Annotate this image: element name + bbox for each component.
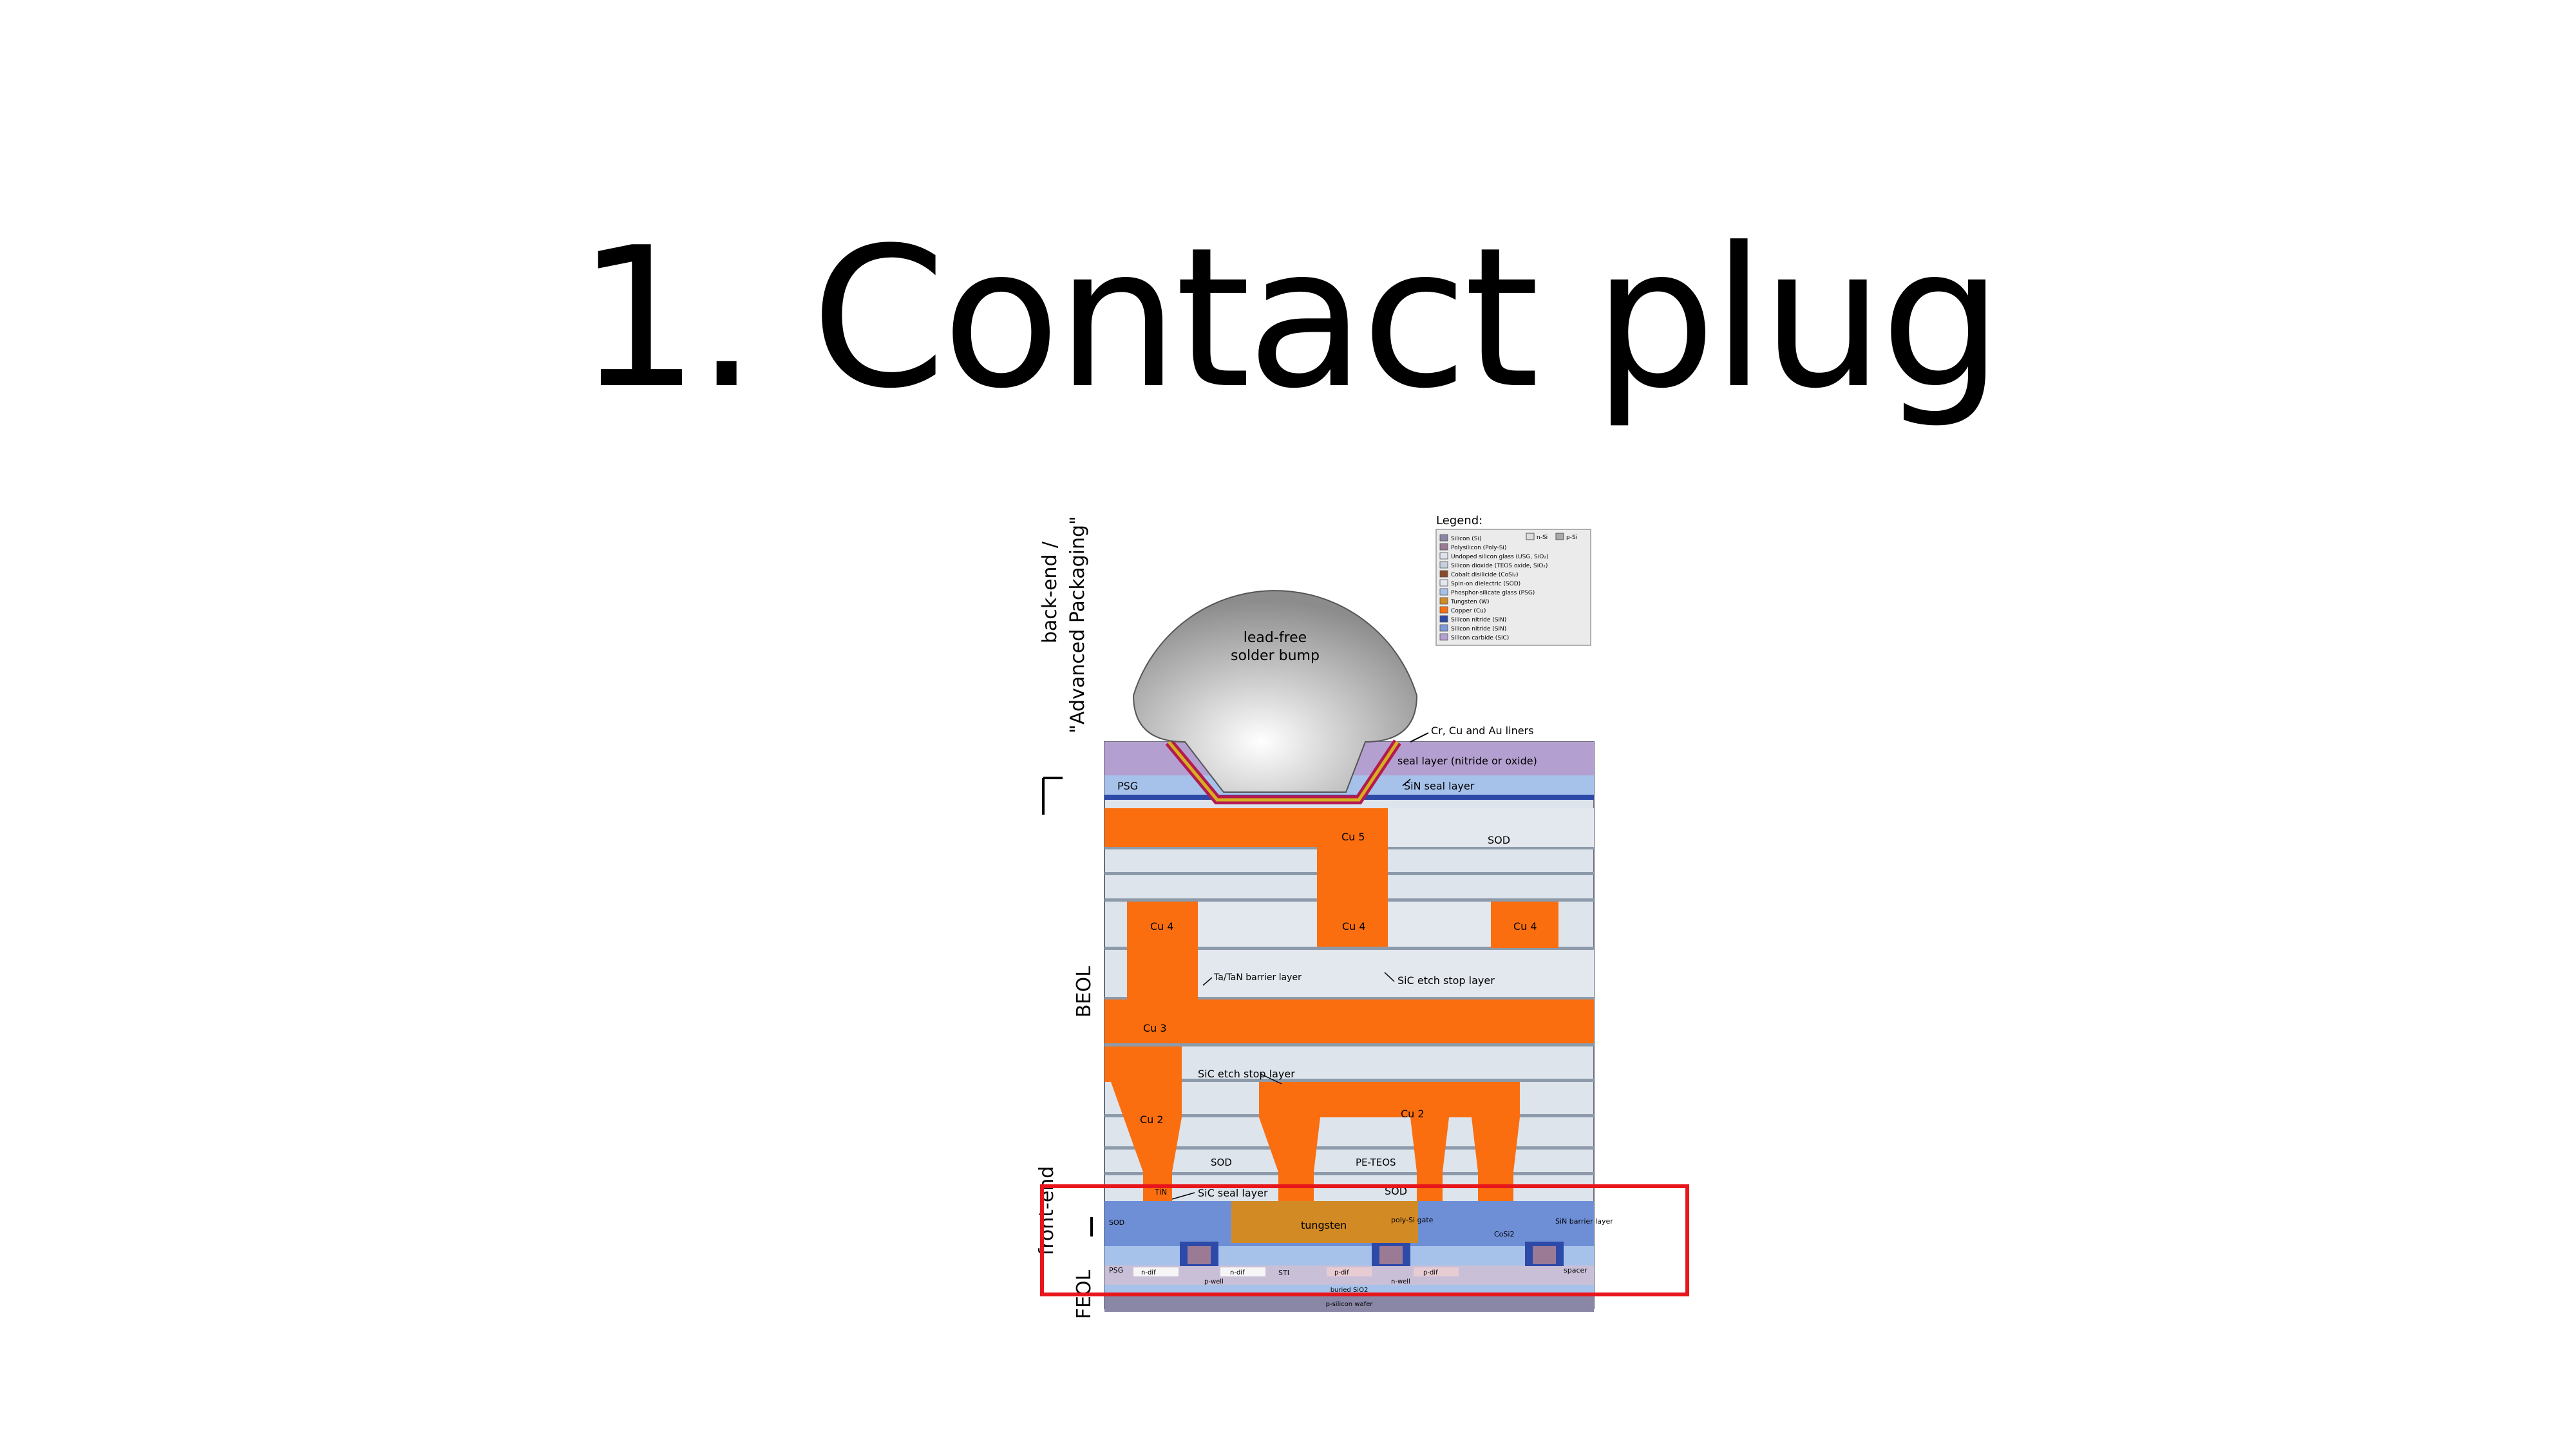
beol-label: BEOL [1073,966,1095,1018]
legend-item-label: Polysilicon (Poly-Si) [1451,545,1506,551]
sic-etch-label-1: SiC etch stop layer [1397,974,1495,987]
spacer-label: spacer [1564,1266,1587,1274]
legend-item-label: Silicon dioxide (TEOS oxide, SiO₂) [1451,563,1548,569]
contact-plug-highlight-box [1040,1184,1689,1296]
legend-swatch [1439,552,1448,560]
legend-swatch [1439,597,1448,605]
cu4-left [1127,902,1198,948]
psg-label: PSG [1117,780,1138,792]
buried-oxide [1104,1285,1594,1294]
legend-item-label: Silicon (Si) [1451,536,1481,542]
legend-swatch [1439,543,1448,551]
legend-swatch [1439,588,1448,596]
tatan-label: Ta/TaN barrier layer [1213,972,1302,983]
legend-swatch [1439,615,1448,623]
cu2-right [1259,1082,1520,1201]
tungsten-label: tungsten [1301,1219,1347,1231]
diffusions [1133,1267,1459,1276]
ndiff-label-1: n-dif [1141,1269,1156,1276]
legend-swatch [1439,561,1448,569]
legend-item-label: Silicon nitride (SiN) [1451,617,1506,623]
legend: Legend: Silicon (Si) Polysilicon (Poly-Si… [1435,514,1591,646]
cu2-label-1: Cu 2 [1140,1113,1164,1126]
cmos-cross-section-diagram: back-end / "Advanced Packaging" BEOL fro… [1036,514,1689,1319]
legend-ntype: n-Si [1537,535,1548,541]
legend-item-label: Tungsten (W) [1450,599,1490,605]
cu2-label-2: Cu 2 [1401,1108,1425,1120]
leader-lines [1171,779,1411,1200]
cu3-label: Cu 3 [1143,1022,1167,1034]
peteos-label: PE-TEOS [1356,1157,1396,1168]
bump-label-2: solder bump [1231,648,1320,664]
pwell-label: p-well [1204,1278,1224,1285]
copper-interconnects [1104,808,1594,1201]
sod-mid-label: SOD [1211,1157,1232,1168]
legend-item-label: Silicon nitride (SiN) [1451,626,1506,632]
legend-swatch [1439,570,1448,578]
seal-layer-label: seal layer (nitride or oxide) [1397,755,1537,767]
sic-seal-label: SiC seal layer [1198,1187,1268,1199]
legend-swatch [1439,579,1448,587]
liners-label: Cr, Cu and Au liners [1431,724,1533,737]
tungsten-plug-region [1231,1201,1418,1243]
psg-fe-label: PSG [1109,1266,1123,1274]
cu3-line [1104,999,1594,1043]
legend-item-label: Copper (Cu) [1451,608,1486,614]
cu4-label-1: Cu 4 [1150,920,1174,933]
gates [1180,1242,1564,1266]
buried-sio2-label: buried SiO2 [1331,1287,1368,1294]
psilicon-label: p-silicon wafer [1326,1301,1374,1308]
psg-feol [1104,1246,1594,1265]
cu4-right [1491,902,1558,948]
sti-label: STI [1278,1269,1289,1277]
tin-label: TiN [1154,1188,1167,1197]
liners-leader [1410,732,1429,743]
bump-label-1: lead-free [1244,630,1307,646]
bump-liner-gold [1168,741,1399,802]
sod-top-label: SOD [1488,834,1510,846]
cu4-label-2: Cu 4 [1342,920,1366,933]
back-end-label: back-end / [1039,541,1061,643]
front-end-label: front-end [1036,1166,1058,1256]
legend-item-label: Undoped silicon glass (USG, SiO₂) [1451,554,1548,560]
sod-fe-label: SOD [1109,1218,1124,1227]
legend-item-label: Phosphor-silicate glass (PSG) [1451,590,1535,596]
legend-swatch [1439,624,1448,632]
legend-title: Legend: [1436,514,1482,527]
pdiff-label-1: p-dif [1334,1269,1349,1276]
solder-bump [1132,590,1418,793]
legend-item-label: Spin-on dielectric (SOD) [1451,581,1520,587]
ndiff-label-2: n-dif [1230,1269,1245,1276]
legend-ptype: p-Si [1566,535,1577,541]
silicon-wafer [1104,1294,1594,1312]
sic-etch-label-2: SiC etch stop layer [1198,1068,1295,1080]
cosi2-label: CoSi2 [1494,1230,1514,1238]
legend-item-label: Silicon carbide (SiC) [1451,635,1509,641]
sin-seal-label: SiN seal layer [1404,780,1475,792]
legend-swatch [1439,633,1448,641]
cu4-label-3: Cu 4 [1513,920,1537,933]
legend-swatch [1439,606,1448,614]
poly-si-gate-label: poly-Si gate [1391,1216,1434,1224]
sin-barrier-label: SiN barrier layer [1555,1217,1613,1226]
legend-box [1435,529,1591,646]
advanced-packaging-label: "Advanced Packaging" [1066,516,1089,734]
legend-swatch [1439,534,1448,542]
cu2-left [1111,1082,1182,1201]
legend-item-label: Cobalt disilicide (CoSi₂) [1451,572,1519,578]
slide-title: 1. Contact plug [576,206,2003,431]
nwell-label: n-well [1391,1278,1410,1285]
side-labels: back-end / "Advanced Packaging" BEOL fro… [1036,516,1095,1319]
sod-regions [1198,808,1594,997]
cu5-label: Cu 5 [1341,831,1365,843]
pdiff-label-2: p-dif [1423,1269,1438,1276]
